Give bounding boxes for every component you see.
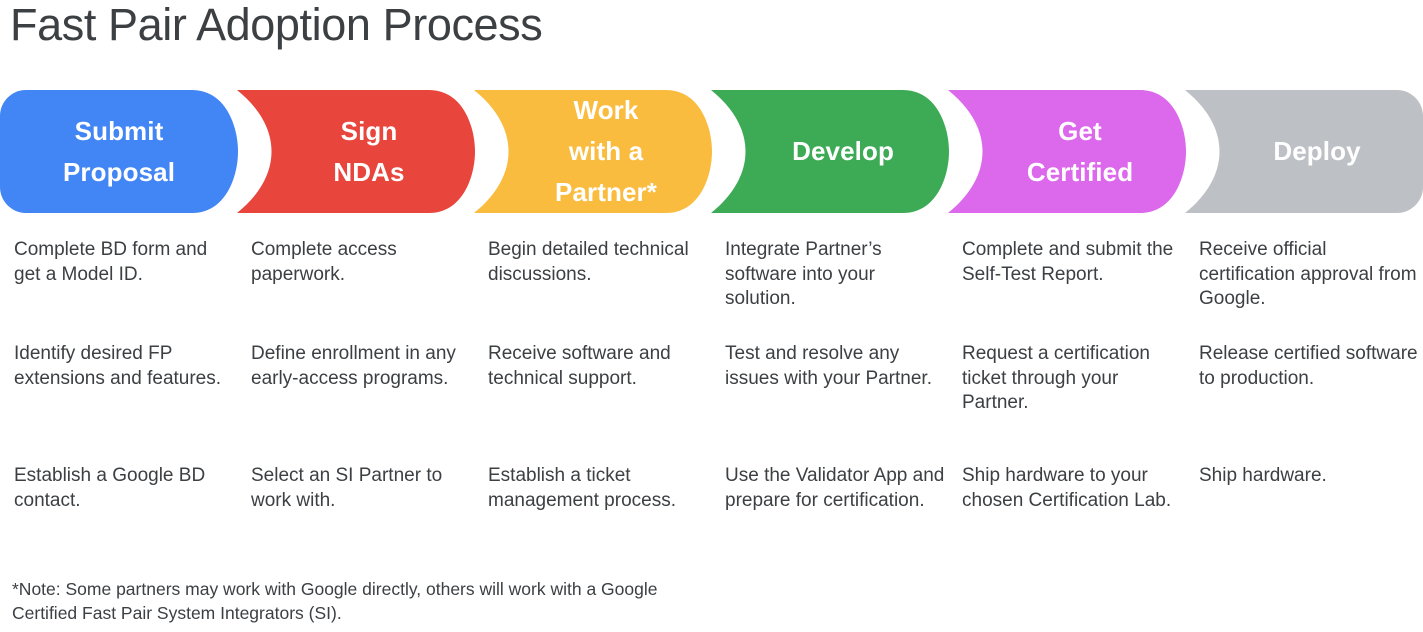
stage-label-submit-proposal: Submit Proposal — [62, 115, 176, 187]
stage-detail-item: Define enrollment in any early-access pr… — [251, 343, 456, 389]
process-banner: Submit Proposal Sign NDAs Work with a Part… — [0, 90, 1423, 213]
stage-label-develop: Develop — [792, 136, 894, 166]
stage-arrow-shape-sign-ndas — [237, 90, 475, 213]
stage-detail-item: Complete and submit the Self-Test Report… — [962, 239, 1174, 285]
process-stage-deploy[interactable]: Deploy — [1185, 90, 1423, 213]
stage-detail-item: Complete BD form and get a Model ID. — [14, 239, 208, 285]
stage-detail-item: Request a certification ticket through y… — [962, 343, 1150, 413]
stage-detail-item: Receive official certification approval … — [1199, 239, 1417, 309]
stage-detail-item: Establish a ticket management process. — [488, 465, 676, 511]
stage-label-deploy: Deploy — [1273, 136, 1361, 166]
stage-detail-item: Identify desired FP extensions and featu… — [14, 343, 222, 389]
stage-detail-item: Release certified software to production… — [1199, 343, 1418, 389]
process-stage-get-certified[interactable]: Get Certified — [948, 90, 1186, 213]
stage-detail-item: Ship hardware. — [1199, 465, 1327, 486]
stage-detail-item: Begin detailed technical discussions. — [488, 239, 689, 285]
stage-detail-item: Establish a Google BD contact. — [14, 465, 206, 511]
stage-arrow-shape-get-certified — [948, 90, 1186, 213]
process-stage-sign-ndas[interactable]: Sign NDAs — [237, 90, 475, 213]
stage-arrow-shape-develop — [711, 90, 949, 213]
stage-detail-item: Test and resolve any issues with your Pa… — [725, 343, 932, 389]
stage-label-work-with-a-partner: Work with a Partner* — [555, 95, 657, 207]
page-title: Fast Pair Adoption Process — [10, 0, 543, 50]
stage-detail-item: Use the Validator App and prepare for ce… — [725, 465, 945, 511]
process-stage-submit-proposal[interactable]: Submit Proposal — [0, 90, 238, 213]
stage-detail-item: Ship hardware to your chosen Certificati… — [962, 465, 1172, 511]
footnote-note: *Note: Some partners may work with Googl… — [12, 579, 658, 623]
stage-detail-columns: Complete BD form and get a Model ID. Iden… — [0, 238, 1423, 558]
stage-detail-item: Receive software and technical support. — [488, 343, 671, 389]
process-stage-work-with-a-partner[interactable]: Work with a Partner* — [474, 90, 712, 213]
stage-arrow-shape-work-with-a-partner — [474, 90, 712, 213]
stage-label-get-certified: Get Certified — [1026, 115, 1134, 187]
stage-detail-item: Complete access paperwork. — [251, 239, 397, 285]
process-stage-develop[interactable]: Develop — [711, 90, 949, 213]
stage-detail-item: Select an SI Partner to work with. — [251, 465, 443, 511]
stage-detail-item: Integrate Partner’s software into your s… — [725, 239, 882, 309]
stage-arrow-shape-deploy — [1185, 90, 1423, 213]
stage-arrow-shape-submit-proposal — [0, 90, 238, 213]
stage-label-sign-ndas: Sign NDAs — [333, 115, 405, 187]
